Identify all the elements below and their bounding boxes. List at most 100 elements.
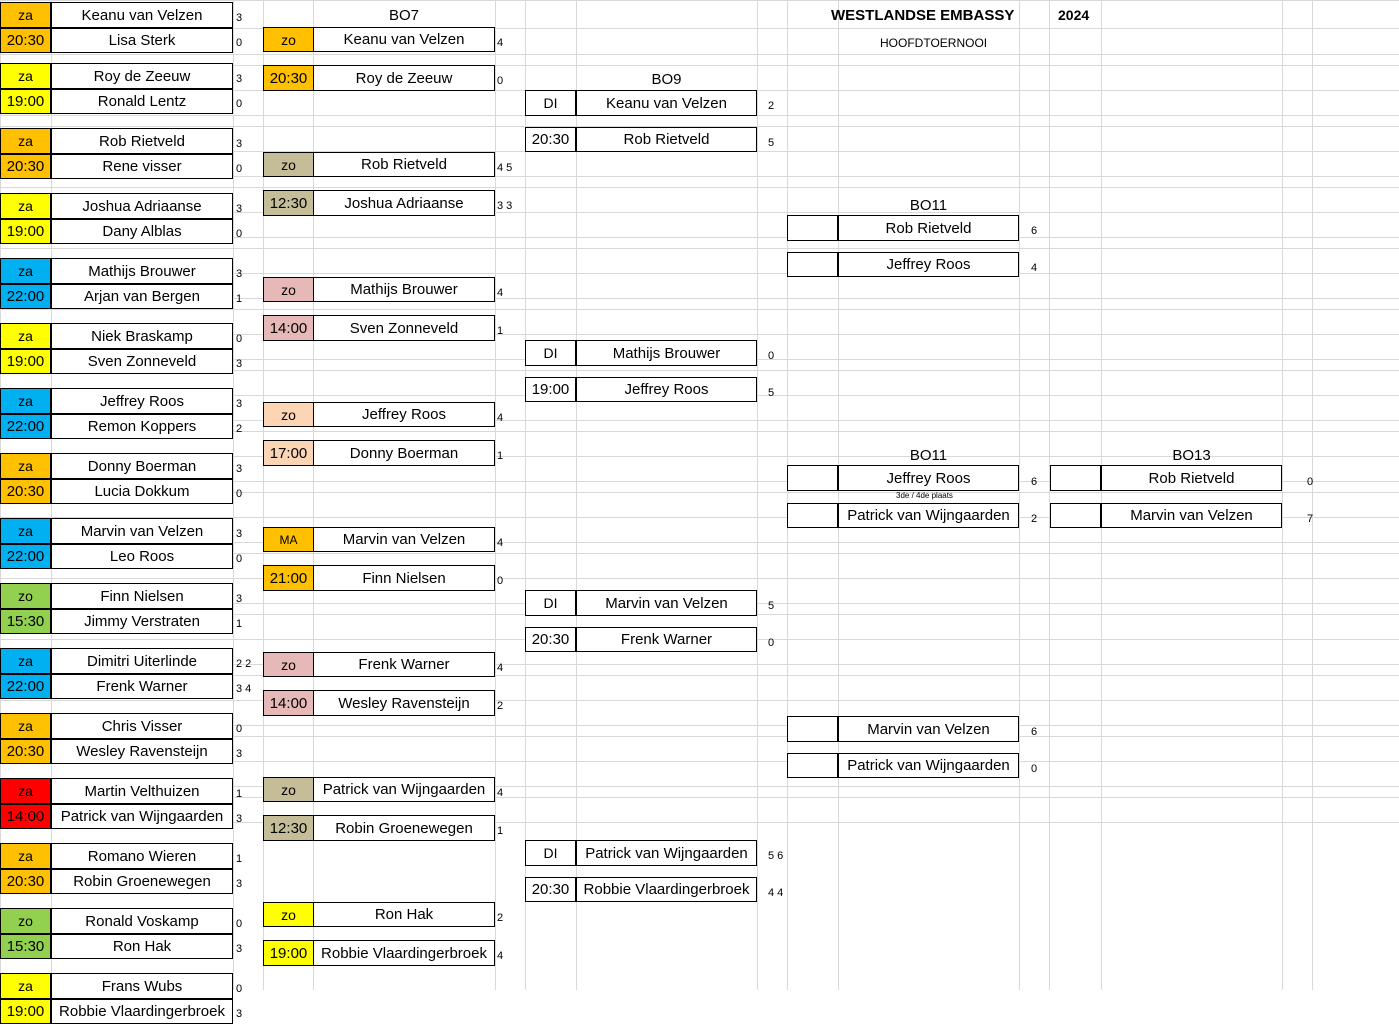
player-score: 5 6: [768, 850, 784, 862]
player-name: Wesley Ravensteijn: [51, 739, 233, 764]
match-day: zo: [0, 583, 51, 609]
player-score: 4: [497, 787, 504, 799]
player-name: Arjan van Bergen: [51, 284, 233, 309]
match-day: za: [0, 128, 51, 154]
player-name: Jeffrey Roos: [838, 465, 1019, 491]
match-day: DI: [525, 590, 576, 616]
match-day: [787, 716, 838, 742]
player-name: Donny Boerman: [313, 440, 495, 466]
match-time: 14:00: [263, 690, 314, 716]
player-score: 3 3: [497, 200, 513, 212]
player-name: Patrick van Wijngaarden: [51, 804, 233, 829]
match-day: za: [0, 258, 51, 284]
player-name: Marvin van Velzen: [51, 518, 233, 544]
player-name: Lucia Dokkum: [51, 479, 233, 504]
player-name: Ronald Lentz: [51, 89, 233, 114]
match-day: zo: [263, 27, 314, 52]
player-name: Rob Rietveld: [838, 215, 1019, 241]
player-score: 4: [1031, 262, 1038, 274]
tournament-year: 2024: [1058, 7, 1090, 23]
round4-header: BO11: [909, 197, 948, 214]
match-day: za: [0, 323, 51, 349]
player-name: Frenk Warner: [313, 652, 495, 677]
match-time: 22:00: [0, 544, 51, 569]
player-name: Niek Braskamp: [51, 323, 233, 349]
player-score: 0: [236, 983, 243, 995]
player-score: 0: [236, 723, 243, 735]
player-score: 0: [1031, 763, 1038, 775]
player-name: Lisa Sterk: [51, 28, 233, 53]
player-score: 0: [236, 37, 243, 49]
player-score: 3: [236, 748, 243, 760]
match-time: 19:00: [263, 940, 314, 966]
player-score: 2: [497, 700, 504, 712]
player-name: Robbie Vlaardingerbroek: [313, 940, 495, 966]
player-score: 0: [236, 333, 243, 345]
player-score: 1: [236, 853, 243, 865]
player-score: 1: [236, 788, 243, 800]
player-name: Mathijs Brouwer: [313, 277, 495, 302]
player-score: 3: [236, 138, 243, 150]
player-name: Chris Visser: [51, 713, 233, 739]
match-time: [787, 503, 838, 528]
player-score: 1: [236, 293, 243, 305]
match-time: 12:30: [263, 190, 314, 216]
match-time: 20:30: [0, 28, 51, 53]
player-name: Patrick van Wijngaarden: [576, 840, 757, 866]
player-score: 4 4: [768, 887, 784, 899]
match-time: 15:30: [0, 609, 51, 634]
player-score: 2: [768, 100, 775, 112]
match-time: 20:30: [525, 627, 576, 652]
player-score: 6: [1031, 225, 1038, 237]
match-time: 19:00: [0, 219, 51, 244]
match-time: 15:30: [0, 934, 51, 959]
match-day: za: [0, 518, 51, 544]
match-time: 19:00: [0, 349, 51, 374]
match-time: 22:00: [0, 674, 51, 699]
match-day: zo: [263, 652, 314, 677]
player-name: Sven Zonneveld: [51, 349, 233, 374]
player-score: 3: [236, 268, 243, 280]
player-score: 0: [236, 98, 243, 110]
player-name: Wesley Ravensteijn: [313, 690, 495, 716]
player-score: 5: [768, 387, 775, 399]
match-time: 14:00: [263, 315, 314, 341]
player-score: 2: [497, 912, 504, 924]
match-day: za: [0, 388, 51, 414]
tournament-title: WESTLANDSE EMBASSY: [831, 7, 1015, 24]
round3-header: BO9: [651, 71, 682, 88]
player-score: 3 4: [236, 683, 252, 695]
third-place-note: 3de / 4de plaats: [896, 491, 953, 500]
player-name: Jeffrey Roos: [838, 252, 1019, 277]
player-name: Frenk Warner: [576, 627, 757, 652]
player-name: Donny Boerman: [51, 453, 233, 479]
player-name: Rob Rietveld: [1101, 465, 1282, 491]
match-time: 20:30: [0, 869, 51, 894]
match-time: 12:30: [263, 815, 314, 841]
player-name: Frans Wubs: [51, 973, 233, 999]
match-day: za: [0, 973, 51, 999]
player-score: 5: [768, 137, 775, 149]
player-name: Rob Rietveld: [313, 152, 495, 177]
player-name: Marvin van Velzen: [313, 527, 495, 552]
player-score: 6: [1031, 726, 1038, 738]
match-time: 20:30: [0, 479, 51, 504]
match-time: [1050, 503, 1101, 528]
match-day: za: [0, 843, 51, 869]
player-score: 4: [497, 537, 504, 549]
match-day: za: [0, 193, 51, 219]
match-day: DI: [525, 90, 576, 116]
player-name: Rene visser: [51, 154, 233, 179]
player-score: 2: [236, 423, 243, 435]
player-name: Robin Groenewegen: [313, 815, 495, 841]
match-day: za: [0, 648, 51, 674]
player-name: Rob Rietveld: [51, 128, 233, 154]
player-name: Jeffrey Roos: [51, 388, 233, 414]
match-day: [787, 215, 838, 241]
match-time: 19:00: [0, 89, 51, 114]
player-name: Roy de Zeeuw: [51, 63, 233, 89]
player-name: Patrick van Wijngaarden: [838, 503, 1019, 528]
player-score: 4 5: [497, 162, 513, 174]
round2-header: BO7: [388, 7, 419, 24]
player-score: 2: [1031, 513, 1038, 525]
